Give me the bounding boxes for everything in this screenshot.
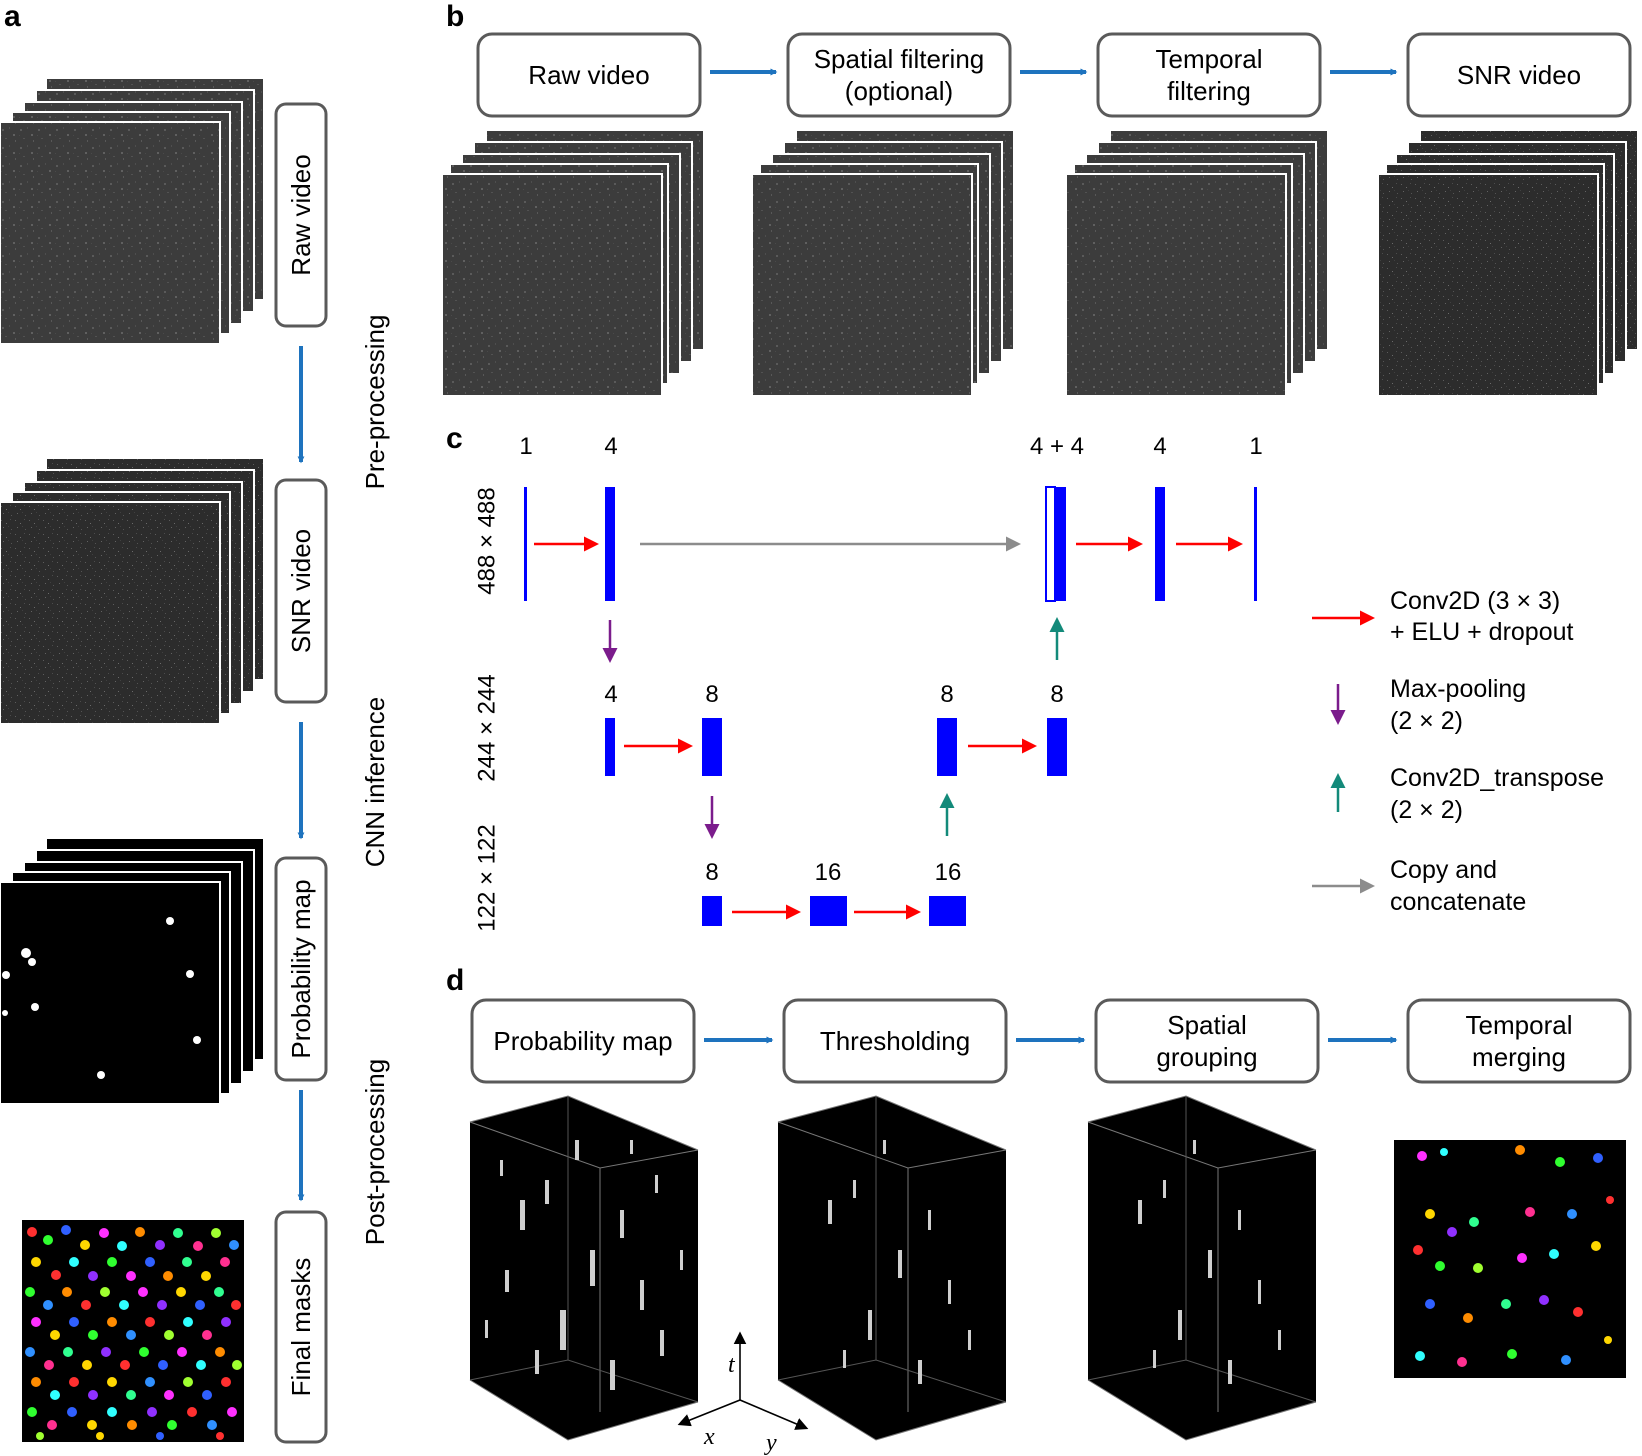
legend-pool-line2: (2 × 2) xyxy=(1390,707,1463,735)
legend-copy-line2: concatenate xyxy=(1390,888,1526,916)
b-box-raw-video: Raw video xyxy=(476,32,702,118)
y-axis-label: y xyxy=(764,1430,777,1456)
stage-label-probability-map: Probability map xyxy=(286,879,316,1058)
panel-c: 488 × 488 244 × 244 122 × 122 1 4 4 + 4 … xyxy=(474,433,1605,932)
b-label-temporal: Temporal xyxy=(1156,44,1263,74)
b-label-raw-video: Raw video xyxy=(528,60,649,90)
section-label-preprocessing: Pre-processing xyxy=(360,315,390,490)
count-mid-8c: 8 xyxy=(1050,681,1063,708)
panel-c-letter: c xyxy=(446,422,463,455)
stage-label-snr-video: SNR video xyxy=(286,529,316,653)
layer-top-1 xyxy=(524,487,527,601)
layer-mid-8b xyxy=(937,718,957,776)
x-axis-label: x xyxy=(703,1424,715,1450)
legend-pool-line1: Max-pooling xyxy=(1390,675,1526,703)
final-masks-image xyxy=(22,1220,244,1442)
b-snr-video-stack-image xyxy=(1377,129,1639,397)
layer-bot-16 xyxy=(810,896,847,926)
panel-d: Probability map Thresholding Spatial gro… xyxy=(469,998,1632,1456)
d-thresholding-volume-image xyxy=(777,1095,1007,1441)
count-bot-8: 8 xyxy=(705,859,718,886)
section-label-postprocessing: Post-processing xyxy=(360,1059,390,1245)
d-label-spatial: Spatial xyxy=(1167,1010,1247,1040)
t-axis-label: t xyxy=(728,1352,736,1378)
count-mid-8b: 8 xyxy=(940,681,953,708)
stage-label-raw-video: Raw video xyxy=(286,154,316,275)
b-box-spatial-filtering: Spatial filtering (optional) xyxy=(786,32,1012,118)
count-top-4plus4: 4 + 4 xyxy=(1030,433,1084,460)
d-box-thresholding: Thresholding xyxy=(782,998,1008,1084)
layer-top-4b xyxy=(1155,487,1165,601)
count-top-1: 1 xyxy=(519,433,532,460)
count-mid-8: 8 xyxy=(705,681,718,708)
b-label-optional: (optional) xyxy=(845,76,953,106)
b-raw-video-stack-image xyxy=(441,129,705,397)
legend-copy-line1: Copy and xyxy=(1390,856,1497,884)
raw-video-stack-image xyxy=(0,77,265,345)
b-spatial-filtered-stack-image xyxy=(751,129,1015,397)
layer-top-1b xyxy=(1254,487,1257,601)
legend-transpose-line1: Conv2D_transpose xyxy=(1390,764,1604,792)
d-grouping-volume-image xyxy=(1087,1095,1317,1441)
b-temporal-filtered-stack-image xyxy=(1065,129,1329,397)
legend-conv-line2: + ELU + dropout xyxy=(1390,618,1574,646)
x-axis-line xyxy=(677,1399,741,1427)
panel-d-letter: d xyxy=(446,964,464,997)
stage-box-snr-video: SNR video xyxy=(274,478,328,704)
res-label-122: 122 × 122 xyxy=(474,824,501,931)
panel-a-letter: a xyxy=(4,0,21,33)
b-label-snr-video: SNR video xyxy=(1457,60,1581,90)
panel-b: Raw video Spatial filtering (optional) T… xyxy=(441,32,1639,397)
snr-video-stack-image xyxy=(0,457,265,725)
d-box-probability-map: Probability map xyxy=(470,998,696,1084)
b-label-spatial-filtering: Spatial filtering xyxy=(814,44,985,74)
stage-box-final-masks: Final masks xyxy=(274,1210,328,1444)
b-box-snr-video: SNR video xyxy=(1406,32,1632,118)
d-label-temporal: Temporal xyxy=(1466,1010,1573,1040)
count-bot-16b: 16 xyxy=(935,859,962,886)
d-merged-masks-image xyxy=(1394,1140,1626,1378)
res-label-244: 244 × 244 xyxy=(474,674,501,781)
res-label-488: 488 × 488 xyxy=(474,487,501,594)
stage-box-probability-map: Probability map xyxy=(274,856,328,1082)
count-mid-4: 4 xyxy=(604,681,617,708)
d-label-probability-map: Probability map xyxy=(493,1026,672,1056)
panel-a: Raw video SNR video Probability map Fina… xyxy=(0,77,390,1444)
stage-label-final-masks: Final masks xyxy=(286,1258,316,1397)
legend-conv-line1: Conv2D (3 × 3) xyxy=(1390,587,1560,615)
b-label-filtering: filtering xyxy=(1167,76,1251,106)
d-box-temporal-merging: Temporal merging xyxy=(1406,998,1632,1084)
stage-box-raw-video: Raw video xyxy=(274,102,328,328)
count-top-1b: 1 xyxy=(1249,433,1262,460)
count-top-4b: 4 xyxy=(1153,433,1166,460)
axes-triad: t x y xyxy=(677,1331,809,1456)
count-bot-16: 16 xyxy=(815,859,842,886)
layer-bot-16b xyxy=(929,896,966,926)
layer-top-concat-copy xyxy=(1045,486,1056,602)
layer-top-concat xyxy=(1056,487,1066,601)
b-box-temporal-filtering: Temporal filtering xyxy=(1096,32,1322,118)
d-probability-volume-image xyxy=(469,1095,699,1441)
layer-mid-8 xyxy=(702,718,722,776)
d-box-spatial-grouping: Spatial grouping xyxy=(1094,998,1320,1084)
probability-map-stack-image xyxy=(0,837,265,1105)
count-top-4: 4 xyxy=(604,433,617,460)
d-label-merging: merging xyxy=(1472,1042,1566,1072)
layer-mid-4 xyxy=(605,718,615,776)
section-label-cnn-inference: CNN inference xyxy=(360,697,390,868)
legend: Conv2D (3 × 3) + ELU + dropout Max-pooli… xyxy=(1312,587,1604,916)
layer-top-4 xyxy=(605,487,615,601)
y-axis-line xyxy=(739,1399,809,1430)
layer-mid-8c xyxy=(1047,718,1067,776)
layer-bot-8 xyxy=(702,896,722,926)
d-label-grouping: grouping xyxy=(1156,1042,1257,1072)
legend-transpose-line2: (2 × 2) xyxy=(1390,796,1463,824)
panel-b-letter: b xyxy=(446,0,464,33)
d-label-thresholding: Thresholding xyxy=(820,1026,970,1056)
